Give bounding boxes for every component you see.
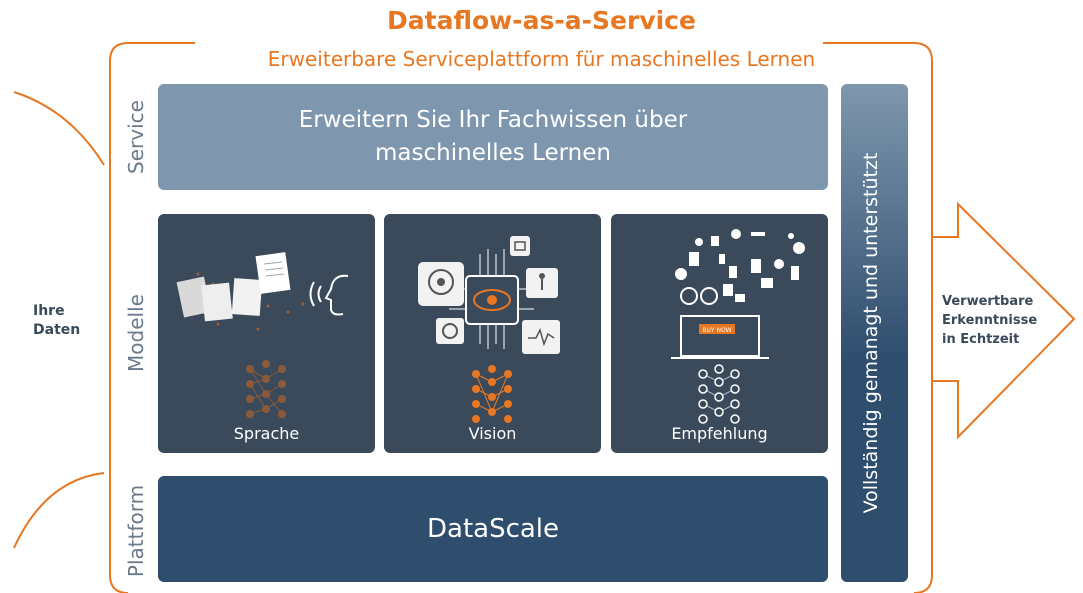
output-arrow xyxy=(932,201,1076,440)
document-icons xyxy=(176,252,291,322)
buy-now-text: BUY NOW xyxy=(702,327,731,334)
output-insights-label: Verwertbare Erkenntnisse in Echtzeit xyxy=(942,292,1037,349)
data-curve-bottom xyxy=(13,472,105,549)
managed-bar xyxy=(841,84,908,582)
speech-illustration xyxy=(176,252,349,418)
model-label-recommendation: Empfehlung xyxy=(671,424,768,443)
product-icons xyxy=(675,229,805,305)
model-card-vision: Vision xyxy=(384,214,601,453)
buy-now-badge xyxy=(699,324,735,334)
model-card-recommendation: BUY NOW Empfehlung xyxy=(611,214,828,453)
managed-text: Vollständig gemanagt und unterstützt xyxy=(860,152,882,514)
input-data-line-1: Ihre xyxy=(33,303,65,319)
frame-left xyxy=(109,42,195,593)
layer-label-models: Modelle xyxy=(124,294,148,372)
platform-box: DataScale xyxy=(158,476,828,582)
layer-label-service: Service xyxy=(124,100,148,174)
settings-tile-icon xyxy=(436,318,464,344)
model-label-speech: Sprache xyxy=(233,424,300,443)
diagram-subtitle: Erweiterbare Serviceplattform für maschi… xyxy=(267,47,816,71)
camera-tile-icon xyxy=(510,236,530,256)
neural-network-icon xyxy=(472,365,512,423)
neural-network-icon xyxy=(698,364,740,424)
monitor-tile-icon xyxy=(522,320,560,354)
head-gear-icon xyxy=(418,262,464,306)
service-text: Erweitern Sie Ihr Fachwissen über maschi… xyxy=(298,107,688,166)
input-data-label: Ihre Daten xyxy=(33,302,80,340)
diagram-title: Dataflow-as-a-Service xyxy=(387,6,696,35)
output-line-3: in Echtzeit xyxy=(942,332,1020,347)
output-line-1: Verwertbare xyxy=(942,294,1034,309)
circuit-lines xyxy=(449,249,534,349)
service-box: Erweitern Sie Ihr Fachwissen über maschi… xyxy=(158,84,828,190)
vision-illustration xyxy=(418,236,560,423)
speaking-head-icon xyxy=(309,274,349,316)
person-tile-icon xyxy=(526,268,558,298)
model-card-speech: Sprache xyxy=(158,214,375,453)
data-curve-top xyxy=(13,91,105,166)
output-line-2: Erkenntnisse xyxy=(942,313,1038,328)
platform-label: DataScale xyxy=(426,514,560,544)
eye-chip-icon xyxy=(465,275,519,325)
recommendation-illustration: BUY NOW xyxy=(671,229,805,424)
neural-network-icon xyxy=(246,360,286,418)
frame-right xyxy=(823,42,933,593)
laptop-icon: BUY NOW xyxy=(671,315,769,359)
model-label-vision: Vision xyxy=(468,424,517,443)
layer-label-platform: Plattform xyxy=(124,484,148,578)
input-data-line-2: Daten xyxy=(33,322,81,338)
